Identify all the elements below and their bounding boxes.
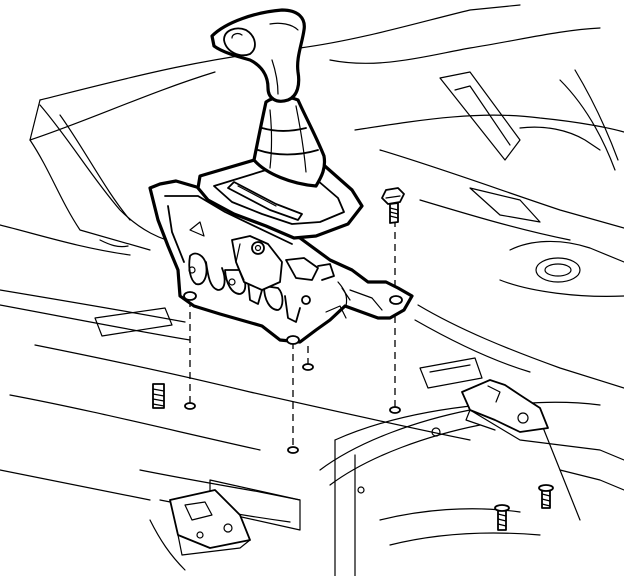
installation-guide-lines	[189, 220, 396, 448]
seat-bracket-right-icon	[461, 379, 549, 433]
mounting-bolt-icon	[381, 187, 405, 224]
mounting-stud-icon	[538, 484, 554, 509]
mounting-stud-icon	[494, 504, 510, 531]
shifter-base-bracket-icon	[148, 179, 414, 345]
shift-boot-icon	[196, 95, 364, 240]
seat-bracket-left-icon	[169, 489, 251, 556]
mounting-stud-icon	[152, 383, 165, 409]
shift-knob-icon	[210, 8, 306, 103]
floor-hole-markers	[184, 363, 401, 454]
